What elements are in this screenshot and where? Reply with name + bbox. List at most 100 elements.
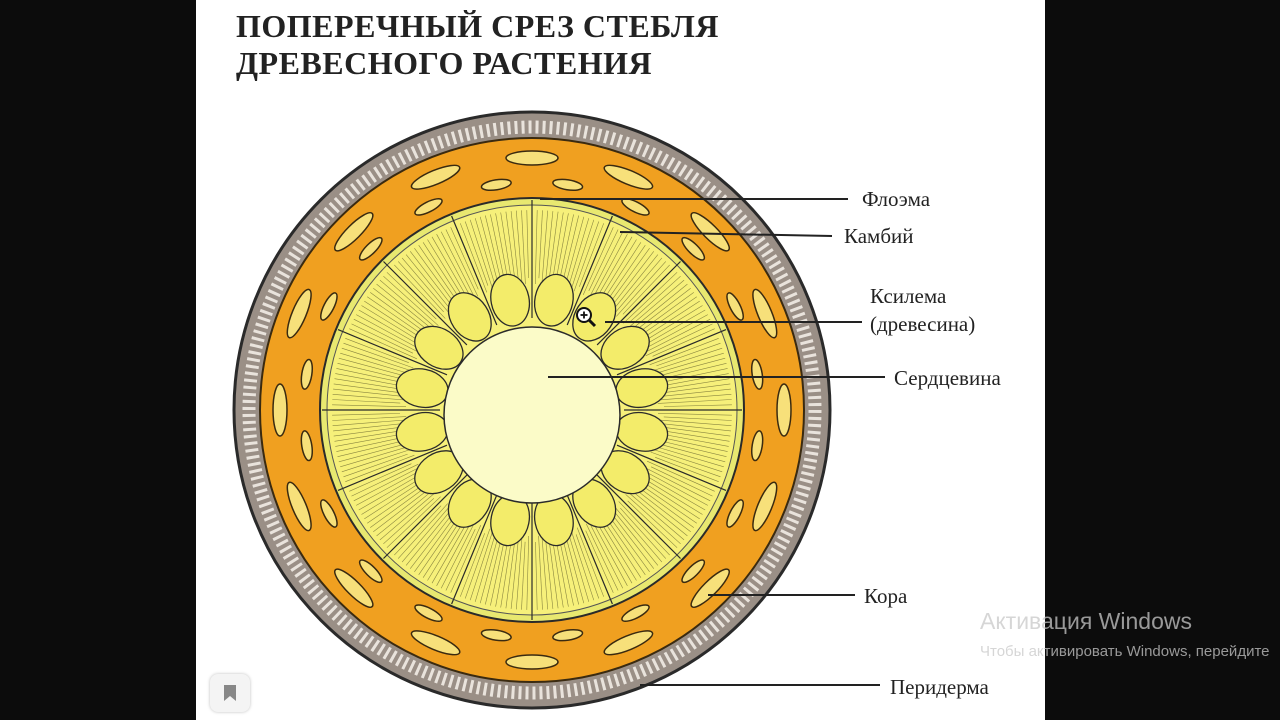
xylem-vessel-line (516, 529, 523, 610)
pith-core (443, 326, 621, 504)
cortex-cell (752, 288, 778, 339)
xylem-vessel-line (640, 484, 697, 524)
xylem-vessel-line (618, 501, 670, 556)
xylem-vessel-line (658, 447, 724, 468)
xylem-vessel-line (651, 419, 732, 426)
medullary-rays (322, 200, 742, 620)
xylem-vessel-line (343, 453, 408, 478)
xylem-vessel-line (629, 275, 681, 322)
left-letterbox (0, 0, 196, 720)
xylem-vessel-line (510, 535, 520, 609)
cortex-cell (410, 630, 461, 656)
xylem-vessel-line (646, 460, 715, 492)
medullary-ray (337, 444, 448, 491)
xylem-vessel-line (333, 426, 408, 437)
cortex-cell (410, 164, 461, 190)
xylem-vessel-line (336, 368, 403, 383)
xylem-vessel-line (623, 487, 685, 541)
xylem-vessel-line (495, 213, 509, 281)
xylem-wedge-tip (414, 325, 464, 370)
xylem-vessel-line (450, 524, 482, 593)
xylem-vessel-line (521, 541, 526, 610)
xylem-vessel-line (646, 446, 723, 473)
xylem-vessel-line (333, 388, 407, 398)
bookmark-icon (224, 685, 236, 701)
cortex-cell (603, 630, 654, 656)
xylem-vessel-line (650, 451, 721, 478)
cortex-cell (320, 499, 338, 528)
xylem-vessel-line (469, 219, 496, 296)
medullary-ray (383, 261, 468, 346)
xylem-vessel-line (603, 520, 642, 578)
xylem-vessel-line (521, 210, 526, 285)
cortex-cells (272, 150, 792, 670)
xylem-vessel-line (379, 487, 441, 541)
cortex-cell (414, 604, 443, 622)
xylem-vessel-line (333, 423, 401, 432)
diagram-title: ПОПЕРЕЧНЫЙ СРЕЗ СТЕБЛЯ ДРЕВЕСНОГО РАСТЕН… (236, 8, 719, 82)
cortex-cell (480, 628, 512, 642)
xylem-vessel-line (418, 518, 458, 575)
xylem-vessel-line (663, 404, 732, 407)
medullary-ray (566, 215, 613, 326)
xylem-vessel-line (663, 388, 731, 397)
xylem-vessel-line (340, 352, 406, 373)
xylem-vessel-line (422, 242, 461, 300)
xylem-vessel-line (394, 505, 442, 556)
xylem-vessel-line (405, 254, 453, 313)
label-cambium: Камбий (844, 224, 914, 248)
xylem-vessel-line (431, 524, 467, 584)
xylem-vessel-line (397, 261, 444, 313)
xylem-vessel-line (656, 342, 721, 367)
bookmark-button[interactable] (210, 674, 250, 712)
xylem-vessel-line (356, 472, 417, 506)
xylem-vessel-line (345, 454, 415, 482)
xylem-vessel-line (638, 318, 711, 356)
xylem-wedge-tip (447, 292, 492, 342)
cortex-cell (286, 288, 312, 339)
cortex-cell (776, 383, 792, 437)
cortex-cell (320, 292, 338, 321)
cortex-cell (603, 164, 654, 190)
xylem-vessel-line (548, 211, 559, 280)
xylem-vessel-line (594, 518, 633, 584)
xylem-vessel-line (335, 433, 403, 447)
xylem-vessel-line (440, 516, 478, 589)
xylem-vessel-line (661, 437, 728, 452)
xylem-vessel-line (505, 211, 516, 286)
xylem-vessel-line (620, 507, 667, 559)
label-xylem-wood: (древесина) (870, 312, 975, 336)
xylem-vessel-line (332, 419, 413, 426)
xylem-vessel-line (479, 216, 499, 283)
label-periderm: Перидерма (890, 675, 990, 699)
cortex-cell (414, 198, 443, 216)
xylem-vessel-line (436, 520, 473, 586)
xylem-vessel-line (541, 210, 548, 291)
xylem-vessel-line (548, 534, 559, 609)
cortex-cell (621, 604, 650, 622)
xylem-vessel-line (349, 463, 412, 492)
cortex-cell (300, 430, 314, 462)
xylem-vessel-line (652, 352, 724, 375)
xylem-vessel-line (332, 394, 413, 401)
xylem-vessel-line (386, 496, 441, 548)
xylem-vessel-line (591, 234, 628, 300)
xylem-vessel-line (586, 231, 624, 304)
xylem-vessel-line (338, 443, 405, 463)
xylem-vessel-line (642, 469, 708, 506)
windows-activation-watermark: Активация Windows Чтобы активировать Win… (980, 608, 1270, 663)
xylem-vessel-line (623, 279, 685, 333)
xylem-wedge-tip (490, 273, 531, 327)
xylem-vessel-line (642, 300, 700, 339)
xylem-vessel-line (343, 342, 414, 369)
xylem-vessel-line (653, 442, 726, 463)
cortex-cell (480, 178, 512, 192)
xylem-vessel-line (597, 236, 633, 296)
cortex-cell (358, 236, 383, 261)
xylem-vessel-line (397, 503, 448, 559)
watermark-text: Чтобы активировать Windows, перейдите в … (980, 643, 1270, 660)
cortex-cell (752, 481, 778, 532)
xylem-vessel-line (645, 323, 713, 357)
xylem-vessel-line (379, 279, 441, 333)
